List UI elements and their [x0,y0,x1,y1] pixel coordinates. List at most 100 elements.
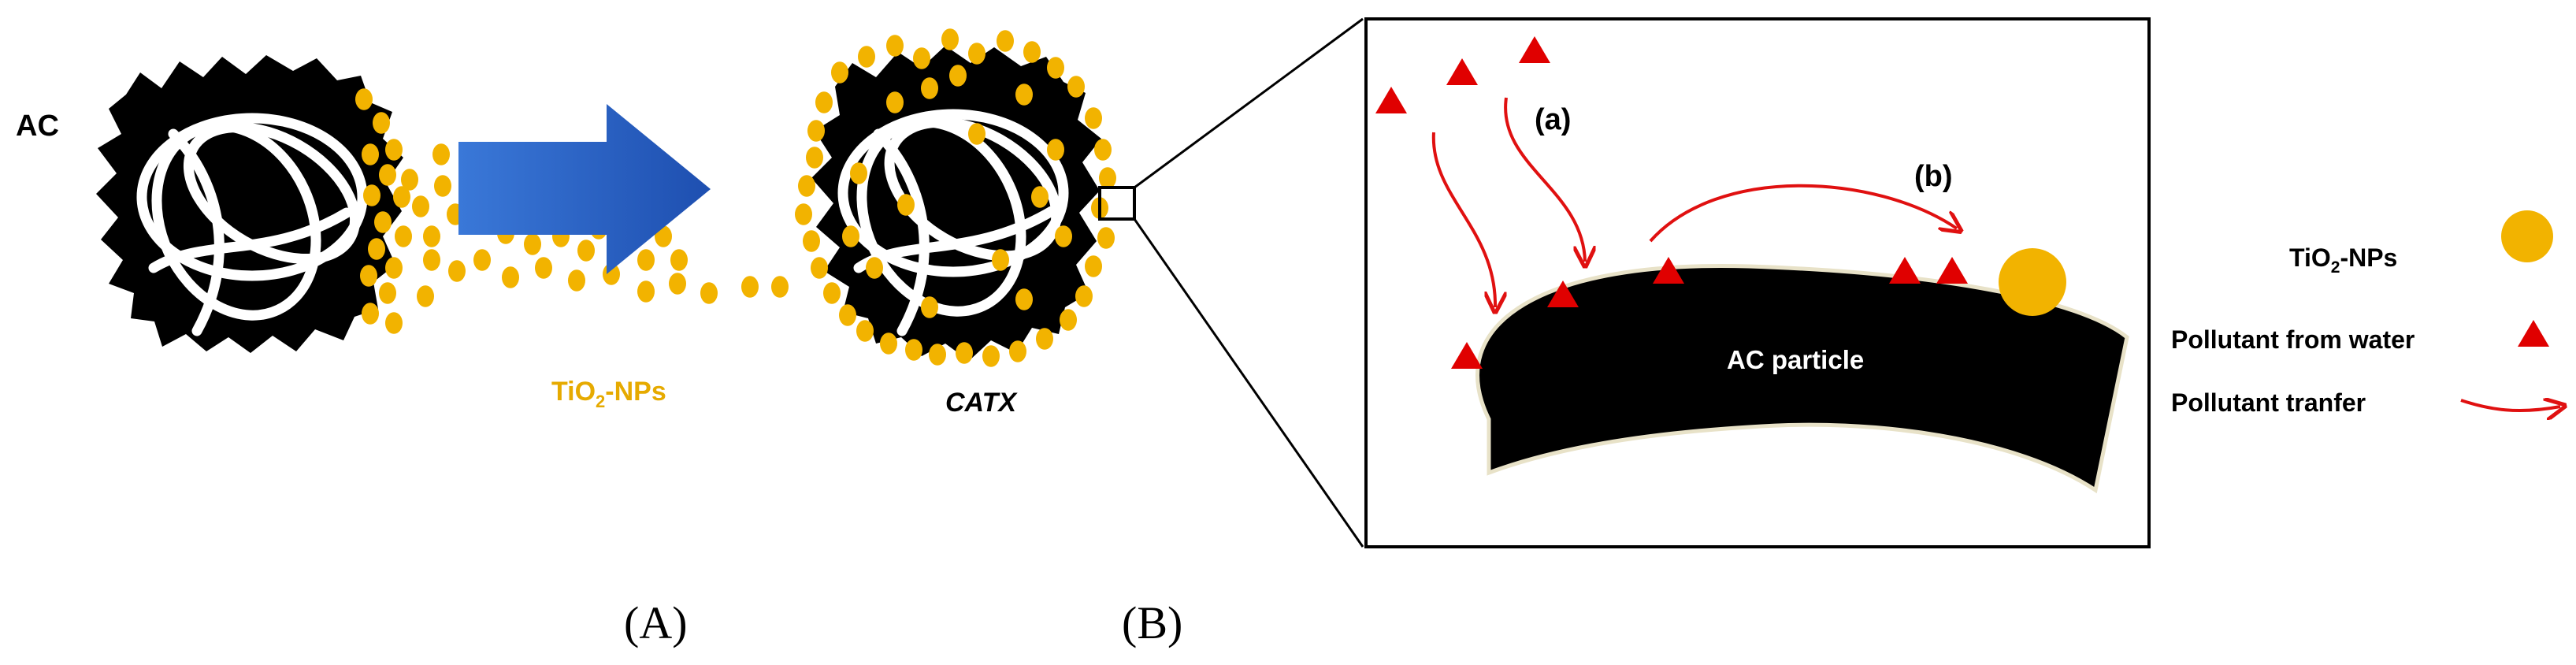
tio2-nanoparticle-dot [956,342,973,364]
tio2-nanoparticle-dot [363,184,380,206]
tio2-nanoparticle-dot [1067,76,1085,98]
tio2-nanoparticle-dot [1036,328,1053,350]
tio2-nanoparticle-dot [856,320,874,342]
tio2-nanoparticle-dot [806,147,823,169]
tio2-nanoparticle-dot [992,249,1009,271]
tio2-nanoparticle-dot [803,230,820,252]
tio2-nanoparticle-dot [385,257,403,279]
surface-tio2-nanoparticle [1999,248,2066,316]
tio2-nanoparticle-dot [941,28,959,50]
tio2-nanoparticle-dot [432,143,450,165]
tio2-nanoparticle-dot [473,249,491,271]
tio2-nanoparticle-dot [831,61,848,84]
tio2-nanoparticle-dot [637,249,655,271]
tio2-nanoparticle-dot [360,265,377,287]
tio2-nanoparticle-dot [669,273,686,295]
tio2-nanoparticle-dot [1023,41,1041,63]
tio2-nanoparticle-dot [913,47,930,69]
tio2-nanoparticle-dot [842,225,859,247]
tio2-nanoparticle-dot [741,276,759,298]
tio2-nanoparticle-dot [1055,225,1072,247]
tio2-nanoparticle-dot [362,143,379,165]
ac-particle-label: AC particle [1727,345,1864,374]
tio2-nanoparticle-dot [850,162,867,184]
tio2-nanoparticle-dot [897,194,915,216]
tio2-nanoparticle-dot [577,240,595,262]
step-a-label: (a) [1535,103,1571,136]
tio2-nanoparticle-dot [568,269,585,292]
tio2-nanoparticle-dot [524,233,541,255]
tio2-nanoparticle-dot [968,43,985,65]
tio2-nanoparticle-dot [1094,139,1112,161]
legend-tio2-marker [2501,210,2553,262]
ac-label: AC [16,110,59,143]
tio2-nanoparticle-dot [795,203,812,225]
tio2-nanoparticle-dot [412,195,429,217]
tio2-nanoparticle-dot [823,282,841,304]
zoom-line-top [1134,19,1363,188]
tio2-nanoparticle-dot [858,46,875,68]
tio2-nanoparticle-dot [379,282,396,304]
tio2-nanoparticle-dot [401,169,418,191]
tio2-nanoparticle-dot [982,345,1000,367]
tio2-nanoparticle-dot [997,30,1014,52]
tio2-nanoparticle-dot [807,120,825,142]
legend: TiO2-NPs Pollutant from water Pollutant … [2171,210,2560,417]
tio2-nanoparticle-dot [1075,285,1093,307]
tio2-nanoparticle-dot [886,91,904,113]
tio2-nanoparticle-dot [1085,255,1102,277]
tio2-nanoparticle-dot [379,164,396,186]
tio2-nanoparticle-dot [700,282,718,304]
tio2-nanoparticle-dot [355,88,373,110]
tio2-nanoparticle-dot [811,257,828,279]
tio2-nanoparticle-dot [1097,227,1115,249]
tio2-nanoparticle-dot [1047,57,1064,79]
panel-b-label: (B) [1122,597,1182,648]
tio2-nanoparticle-dot [798,175,815,197]
tio2-nanoparticle-dot [368,238,385,260]
tio2-nanoparticle-dot [1085,107,1102,129]
tio2-nanoparticle-dot [880,332,897,355]
tio2-nanoparticle-dot [905,339,922,361]
tio2-nanoparticle-dot [374,211,392,233]
tio2-nanoparticle-dot [921,296,938,318]
tio2-nanoparticle-dot [921,77,938,99]
tio2-nanoparticle-dot [968,123,985,145]
zoom-line-bottom [1134,219,1363,547]
tio2-nanoparticle-dot [839,304,856,326]
tio2-nanoparticle-dot [815,91,833,113]
tio2-nanoparticle-dot [1047,139,1064,161]
tio2-nanoparticle-dot [385,139,403,161]
legend-transfer-label: Pollutant tranfer [2171,388,2366,417]
tio2-nanoparticle-dot [362,303,379,325]
legend-pollutant-label: Pollutant from water [2171,325,2415,354]
tio2-nanoparticle-dot [434,175,451,197]
legend-tio2-label: TiO2-NPs [2289,243,2397,277]
tio2-nanoparticle-dot [1009,340,1026,362]
tio2-nanoparticle-dot [417,285,434,307]
tio2-nanoparticle-dot [1015,84,1033,106]
tio2-nanoparticle-dot [670,249,688,271]
tio2-nanoparticle-dot [949,65,967,87]
tio2-nanoparticle-dot [448,260,466,282]
tio2-nanoparticle-dot [866,257,883,279]
tio2-nanoparticle-dot [1060,309,1077,331]
tio2-nanoparticle-dot [1031,186,1049,208]
tio2-nanoparticle-dot [886,35,904,57]
panel-a-label: (A) [624,597,688,648]
tio2-nanoparticle-dot [637,280,655,303]
tio2-nanoparticle-dot [1015,288,1033,310]
tio2-nanoparticle-dot [423,225,440,247]
tio2-nanoparticle-dot [385,312,403,334]
tio2-nanoparticle-dot [395,225,412,247]
tio2-nanoparticle-dot [502,266,519,288]
tio2-nanoparticle-dot [373,112,390,134]
catx-label: CATX [945,388,1018,418]
tio2-nanoparticle-dot [1099,167,1116,189]
step-b-label: (b) [1914,160,1953,193]
tio2-np-label: TiO2-NPs [551,377,666,411]
tio2-nanoparticle-dot [423,249,440,271]
legend-transfer-marker [2461,400,2560,411]
tio2-nanoparticle-dot [929,344,946,366]
